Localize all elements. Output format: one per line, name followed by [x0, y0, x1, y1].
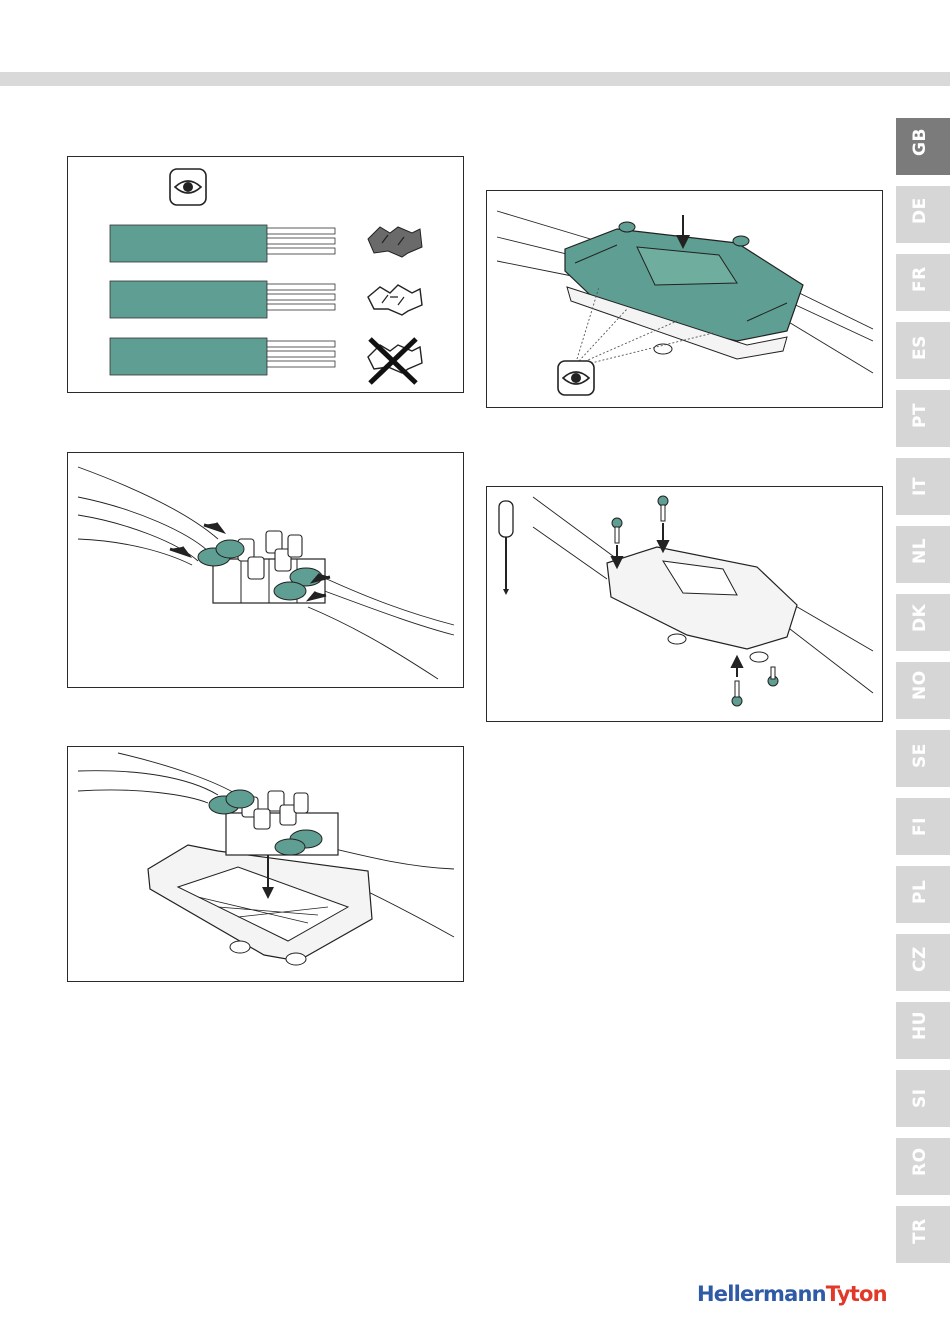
- cable-sample-3: [110, 338, 335, 375]
- figure-cable-selection: [67, 156, 464, 393]
- enclosure-closed: [607, 547, 797, 662]
- tab-lang-label: CZ: [910, 946, 930, 972]
- tab-lang-it[interactable]: IT: [896, 458, 950, 515]
- clip-crossed-icon: [368, 339, 422, 383]
- figure-close-lid: [486, 190, 883, 408]
- tab-lang-label: SE: [910, 743, 930, 768]
- tab-lang-se[interactable]: SE: [896, 730, 950, 787]
- cable-sample-2: [110, 281, 335, 318]
- tab-lang-es[interactable]: ES: [896, 322, 950, 379]
- tab-lang-cz[interactable]: CZ: [896, 934, 950, 991]
- figure-fasten-screws: [486, 486, 883, 722]
- tab-lang-label: PT: [910, 403, 930, 428]
- tab-lang-dk[interactable]: DK: [896, 594, 950, 651]
- tab-lang-pt[interactable]: PT: [896, 390, 950, 447]
- tab-lang-pl[interactable]: PL: [896, 866, 950, 923]
- eye-icon: [170, 169, 206, 205]
- header-bar: [0, 72, 950, 86]
- enclosure-base: [148, 845, 372, 965]
- eye-icon: [558, 361, 594, 395]
- tab-lang-si[interactable]: SI: [896, 1070, 950, 1127]
- clip-ok-icon: [368, 285, 422, 315]
- tab-lang-no[interactable]: NO: [896, 662, 950, 719]
- brand-logo: HellermannTyton: [697, 1282, 887, 1306]
- tab-lang-hu[interactable]: HU: [896, 1002, 950, 1059]
- figure-insert-cables: [67, 452, 464, 688]
- tab-lang-label: ES: [910, 335, 930, 360]
- tab-lang-label: GB: [910, 128, 930, 156]
- screwdriver-icon: [499, 501, 513, 595]
- tab-lang-tr[interactable]: TR: [896, 1206, 950, 1263]
- tab-lang-de[interactable]: DE: [896, 186, 950, 243]
- clip-ok-icon: [368, 227, 422, 257]
- tab-lang-fi[interactable]: FI: [896, 798, 950, 855]
- tab-lang-gb[interactable]: GB: [896, 118, 950, 175]
- figure-place-in-base: [67, 746, 464, 982]
- tab-lang-label: HU: [910, 1011, 930, 1040]
- tab-lang-label: RO: [910, 1147, 930, 1176]
- tab-lang-label: NL: [910, 538, 930, 564]
- terminal-block: [209, 790, 338, 855]
- brand-logo-part1: Hellermann: [697, 1282, 826, 1306]
- tab-lang-label: FI: [910, 817, 930, 836]
- tab-lang-ro[interactable]: RO: [896, 1138, 950, 1195]
- language-tabs: GB DE FR ES PT IT NL DK NO SE FI PL CZ HU SI RO TR: [896, 118, 950, 1274]
- tab-lang-label: PL: [910, 880, 930, 904]
- tab-lang-fr[interactable]: FR: [896, 254, 950, 311]
- tab-lang-nl[interactable]: NL: [896, 526, 950, 583]
- brand-logo-part2: Tyton: [826, 1282, 887, 1306]
- tab-lang-label: SI: [910, 1088, 930, 1108]
- tab-lang-label: NO: [910, 670, 930, 700]
- tab-lang-label: FR: [910, 266, 930, 292]
- cable-sample-1: [110, 225, 335, 262]
- tab-lang-label: DK: [910, 604, 930, 632]
- tab-lang-label: IT: [910, 477, 930, 496]
- tab-lang-label: DE: [910, 197, 930, 224]
- tab-lang-label: TR: [910, 1218, 930, 1244]
